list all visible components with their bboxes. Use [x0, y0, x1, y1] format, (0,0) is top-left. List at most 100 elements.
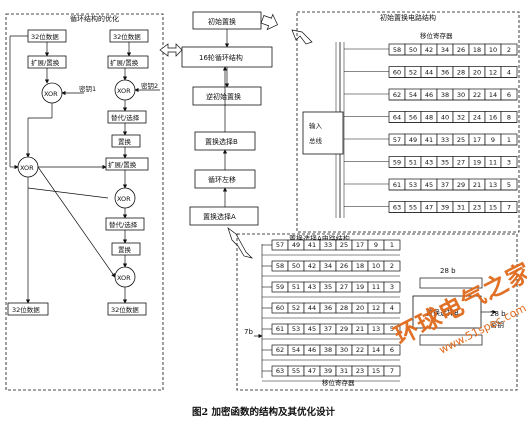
label-key: 密钥 — [490, 320, 504, 329]
initial-perm-register-cell-value: 35 — [441, 159, 449, 167]
perm-select-a-register-cell-value: 36 — [324, 304, 332, 312]
initial-perm-register-cell-value: 37 — [441, 181, 449, 189]
perm-select-a-register-cell-value: 7 — [390, 367, 394, 375]
initial-perm-register-cell-value: 8 — [507, 114, 511, 122]
perm-select-a-register-cell-value: 42 — [308, 262, 316, 270]
perm-select-a-register-cell-value: 34 — [324, 262, 332, 270]
perm-select-a-register-cell — [383, 302, 401, 314]
col2-sbox-1: 替代/选择 — [111, 113, 140, 122]
initial-perm-register-cell-value: 64 — [393, 114, 401, 122]
perm-select-a-register-cell-value: 11 — [372, 283, 380, 291]
perm-select-a-register-cell-value: 23 — [356, 367, 364, 375]
initial-perm-register-cell-value: 25 — [457, 136, 465, 144]
initial-perm-register-cell-value: 32 — [457, 114, 465, 122]
perm-select-a-register-cell-value: 10 — [372, 262, 380, 270]
perm-select-a-circuit-panel: 置换选择A电路结构 移位寄存器 7b 28 b 置换选择B 28 b 密钥 57… — [236, 233, 518, 391]
perm-select-a-register-cell-value: 22 — [356, 346, 364, 354]
perm-select-a-register-cell — [383, 344, 401, 356]
perm-select-a-register-cell-value: 30 — [340, 346, 348, 354]
col2-sbox-2: 替代/选择 — [109, 220, 138, 229]
initial-perm-register-cell-value: 13 — [489, 181, 497, 189]
perm-select-a-register-cell-value: 4 — [390, 304, 394, 312]
perm-select-a-register-cell-value: 9 — [374, 241, 378, 249]
initial-perm-register-cell-value: 55 — [409, 204, 417, 212]
initial-perm-register-cell-value: 10 — [489, 46, 497, 54]
perm-select-a-register-cell — [383, 323, 401, 335]
perm-select-a-register-cell-value: 63 — [276, 367, 284, 375]
initial-perm-register-cell-value: 26 — [457, 46, 465, 54]
col2-input-box: 32位数据 — [113, 32, 141, 41]
initial-perm-register-cell-value: 21 — [473, 181, 481, 189]
initial-perm-register-cell-value: 17 — [473, 136, 481, 144]
perm-select-a-register-cell-value: 45 — [308, 325, 316, 333]
col2-output-box: 32位数据 — [111, 305, 139, 314]
initial-perm-register-cell-value: 53 — [409, 181, 417, 189]
perm-select-a-register-cell-value: 31 — [340, 367, 348, 375]
initial-perm-register-cell-value: 45 — [425, 181, 433, 189]
initial-perm-register-cell-value: 20 — [473, 69, 481, 77]
col1-xor: XOR — [44, 90, 58, 98]
perm-select-a-register-cell-value: 5 — [390, 325, 394, 333]
initial-perm-register-cell-value: 61 — [393, 181, 401, 189]
initial-perm-register-cell-value: 54 — [409, 91, 417, 99]
col2-perm-1: 置换 — [118, 137, 132, 146]
perm-select-a-register-cell-value: 39 — [324, 367, 332, 375]
perm-select-b-box: 置换选择B — [205, 137, 238, 146]
shift-register-label-bottom: 移位寄存器 — [322, 378, 355, 387]
initial-perm-register-cell-value: 27 — [457, 159, 465, 167]
perm-select-a-register-cell-value: 47 — [308, 367, 316, 375]
initial-perm-register-cell-value: 28 — [457, 69, 465, 77]
perm-select-a-register-cell-value: 58 — [276, 262, 284, 270]
perm-select-a-register-cell-value: 37 — [324, 325, 332, 333]
perm-select-a-register-cell-value: 20 — [356, 304, 364, 312]
perm-select-a-register-cell-value: 17 — [356, 241, 364, 249]
perm-select-a-register-cell-value: 19 — [356, 283, 364, 291]
perm-select-a-register-cell-value: 35 — [324, 283, 332, 291]
label-7b: 7b — [244, 328, 253, 336]
col2-expand-box: 扩展/置换 — [110, 58, 139, 67]
initial-perm-circuit-title: 初始置换电路结构 — [380, 13, 436, 22]
initial-perm-register-cell-value: 52 — [409, 69, 417, 77]
initial-perm-register-cell-value: 18 — [473, 46, 481, 54]
perm-select-a-register-cell-value: 13 — [372, 325, 380, 333]
key1-label: 密钥1 — [79, 84, 96, 93]
col1-expand-box: 扩展/置换 — [31, 58, 60, 67]
perm-select-a-register-cell-value: 62 — [276, 346, 284, 354]
initial-perm-register-cell-value: 9 — [491, 136, 495, 144]
perm-select-a-register-cell-value: 21 — [356, 325, 364, 333]
initial-perm-register-cell-value: 48 — [425, 114, 433, 122]
initial-perm-register-cell-value: 49 — [409, 136, 417, 144]
initial-perm-register-cell-value: 58 — [393, 46, 401, 54]
perm-select-b-inner: 置换选择B — [426, 308, 459, 317]
initial-perm-register-cell-value: 22 — [473, 91, 481, 99]
initial-perm-register-cell-value: 40 — [441, 114, 449, 122]
initial-perm-register-cell-value: 15 — [489, 204, 497, 212]
col2-xor-3: XOR — [117, 274, 131, 282]
initial-perm-register-cell-value: 24 — [473, 114, 481, 122]
initial-perm-register-cell-value: 62 — [393, 91, 401, 99]
perm-select-a-register-cell-value: 43 — [308, 283, 316, 291]
perm-select-a-register-cell — [383, 281, 401, 293]
loop-optimization-title: 循环结构的优化 — [70, 14, 119, 23]
initial-perm-register-cell-value: 6 — [507, 91, 511, 99]
perm-select-a-register-cell-value: 57 — [276, 241, 284, 249]
perm-select-a-register-cell-value: 52 — [292, 304, 300, 312]
initial-perm-register-cell-value: 11 — [489, 159, 497, 167]
initial-perm-register-cell-value: 12 — [489, 69, 497, 77]
initial-perm-register-cell-value: 51 — [409, 159, 417, 167]
perm-select-a-register-cell-value: 55 — [292, 367, 300, 375]
initial-perm-register-cell-value: 41 — [425, 136, 433, 144]
perm-select-a-register-cell-value: 44 — [308, 304, 316, 312]
initial-perm-register-cell-value: 38 — [441, 91, 449, 99]
center-chain: 初始置换 16轮循环结构 逆初始置换 置换选择B 循环左移 置换选择A — [159, 11, 313, 259]
perm-select-a-register-cell-value: 54 — [292, 346, 300, 354]
perm-select-a-register-cell-value: 12 — [372, 304, 380, 312]
initial-perm-register-cell-value: 56 — [409, 114, 417, 122]
perm-select-a-register-cell-value: 51 — [292, 283, 300, 291]
initial-perm-register-cell-value: 50 — [409, 46, 417, 54]
perm-select-a-register-cell-value: 41 — [308, 241, 316, 249]
perm-select-a-register-cell-value: 60 — [276, 304, 284, 312]
perm-select-a-register-cell-value: 59 — [276, 283, 284, 291]
col1-input-box: 32位数据 — [31, 32, 59, 41]
